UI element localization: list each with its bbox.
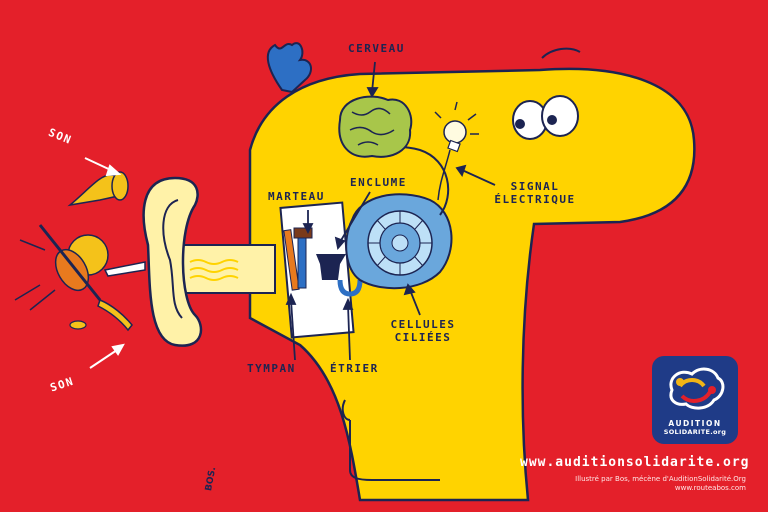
label-signal-electrique: SIGNAL ÉLECTRIQUE <box>485 180 585 206</box>
brain <box>338 95 413 158</box>
label-cerveau: CERVEAU <box>348 42 405 55</box>
head-body <box>248 67 696 502</box>
tympan-shape <box>283 229 300 291</box>
audition-solidarite-logo: AUDITION SOLIDARITE.org <box>652 356 738 444</box>
credit-line-1: Illustré par Bos, mécène d'AuditionSolid… <box>575 475 746 483</box>
logo-text-audition: AUDITION <box>668 419 722 428</box>
label-cellules-ciliees: CELLULES CILIÉES <box>378 318 468 344</box>
mouth-line <box>341 399 440 481</box>
label-tympan: TYMPAN <box>247 362 296 375</box>
label-marteau: MARTEAU <box>268 190 325 203</box>
logo-text-solidarite: SOLIDARITE.org <box>663 428 727 436</box>
etrier-shape <box>337 279 363 297</box>
eyes <box>512 47 581 140</box>
website-link[interactable]: www.auditionsolidarite.org <box>520 455 750 470</box>
label-etrier: ÉTRIER <box>330 362 379 375</box>
credit-line-2: www.routeabos.com <box>674 484 746 492</box>
light-bulb-icon <box>434 101 479 153</box>
hair-tuft <box>266 42 312 94</box>
credit-text: Illustré par Bos, mécène d'AuditionSolid… <box>560 475 746 493</box>
instruments-illustration <box>14 171 146 332</box>
outer-ear <box>142 176 203 347</box>
label-electrique: ÉLECTRIQUE <box>494 193 576 206</box>
marteau-shape <box>293 227 313 289</box>
sound-waves-in-canal <box>189 259 239 281</box>
label-cellules: CELLULES <box>390 318 456 331</box>
label-arrows <box>285 61 496 361</box>
label-ciliees: CILIÉES <box>394 331 452 344</box>
label-enclume: ENCLUME <box>350 176 407 189</box>
label-signal: SIGNAL <box>510 180 560 193</box>
sound-arrows <box>84 157 125 369</box>
enclume-shape <box>316 254 346 280</box>
logo-mark-icon <box>669 367 725 410</box>
cochlea <box>345 193 453 290</box>
